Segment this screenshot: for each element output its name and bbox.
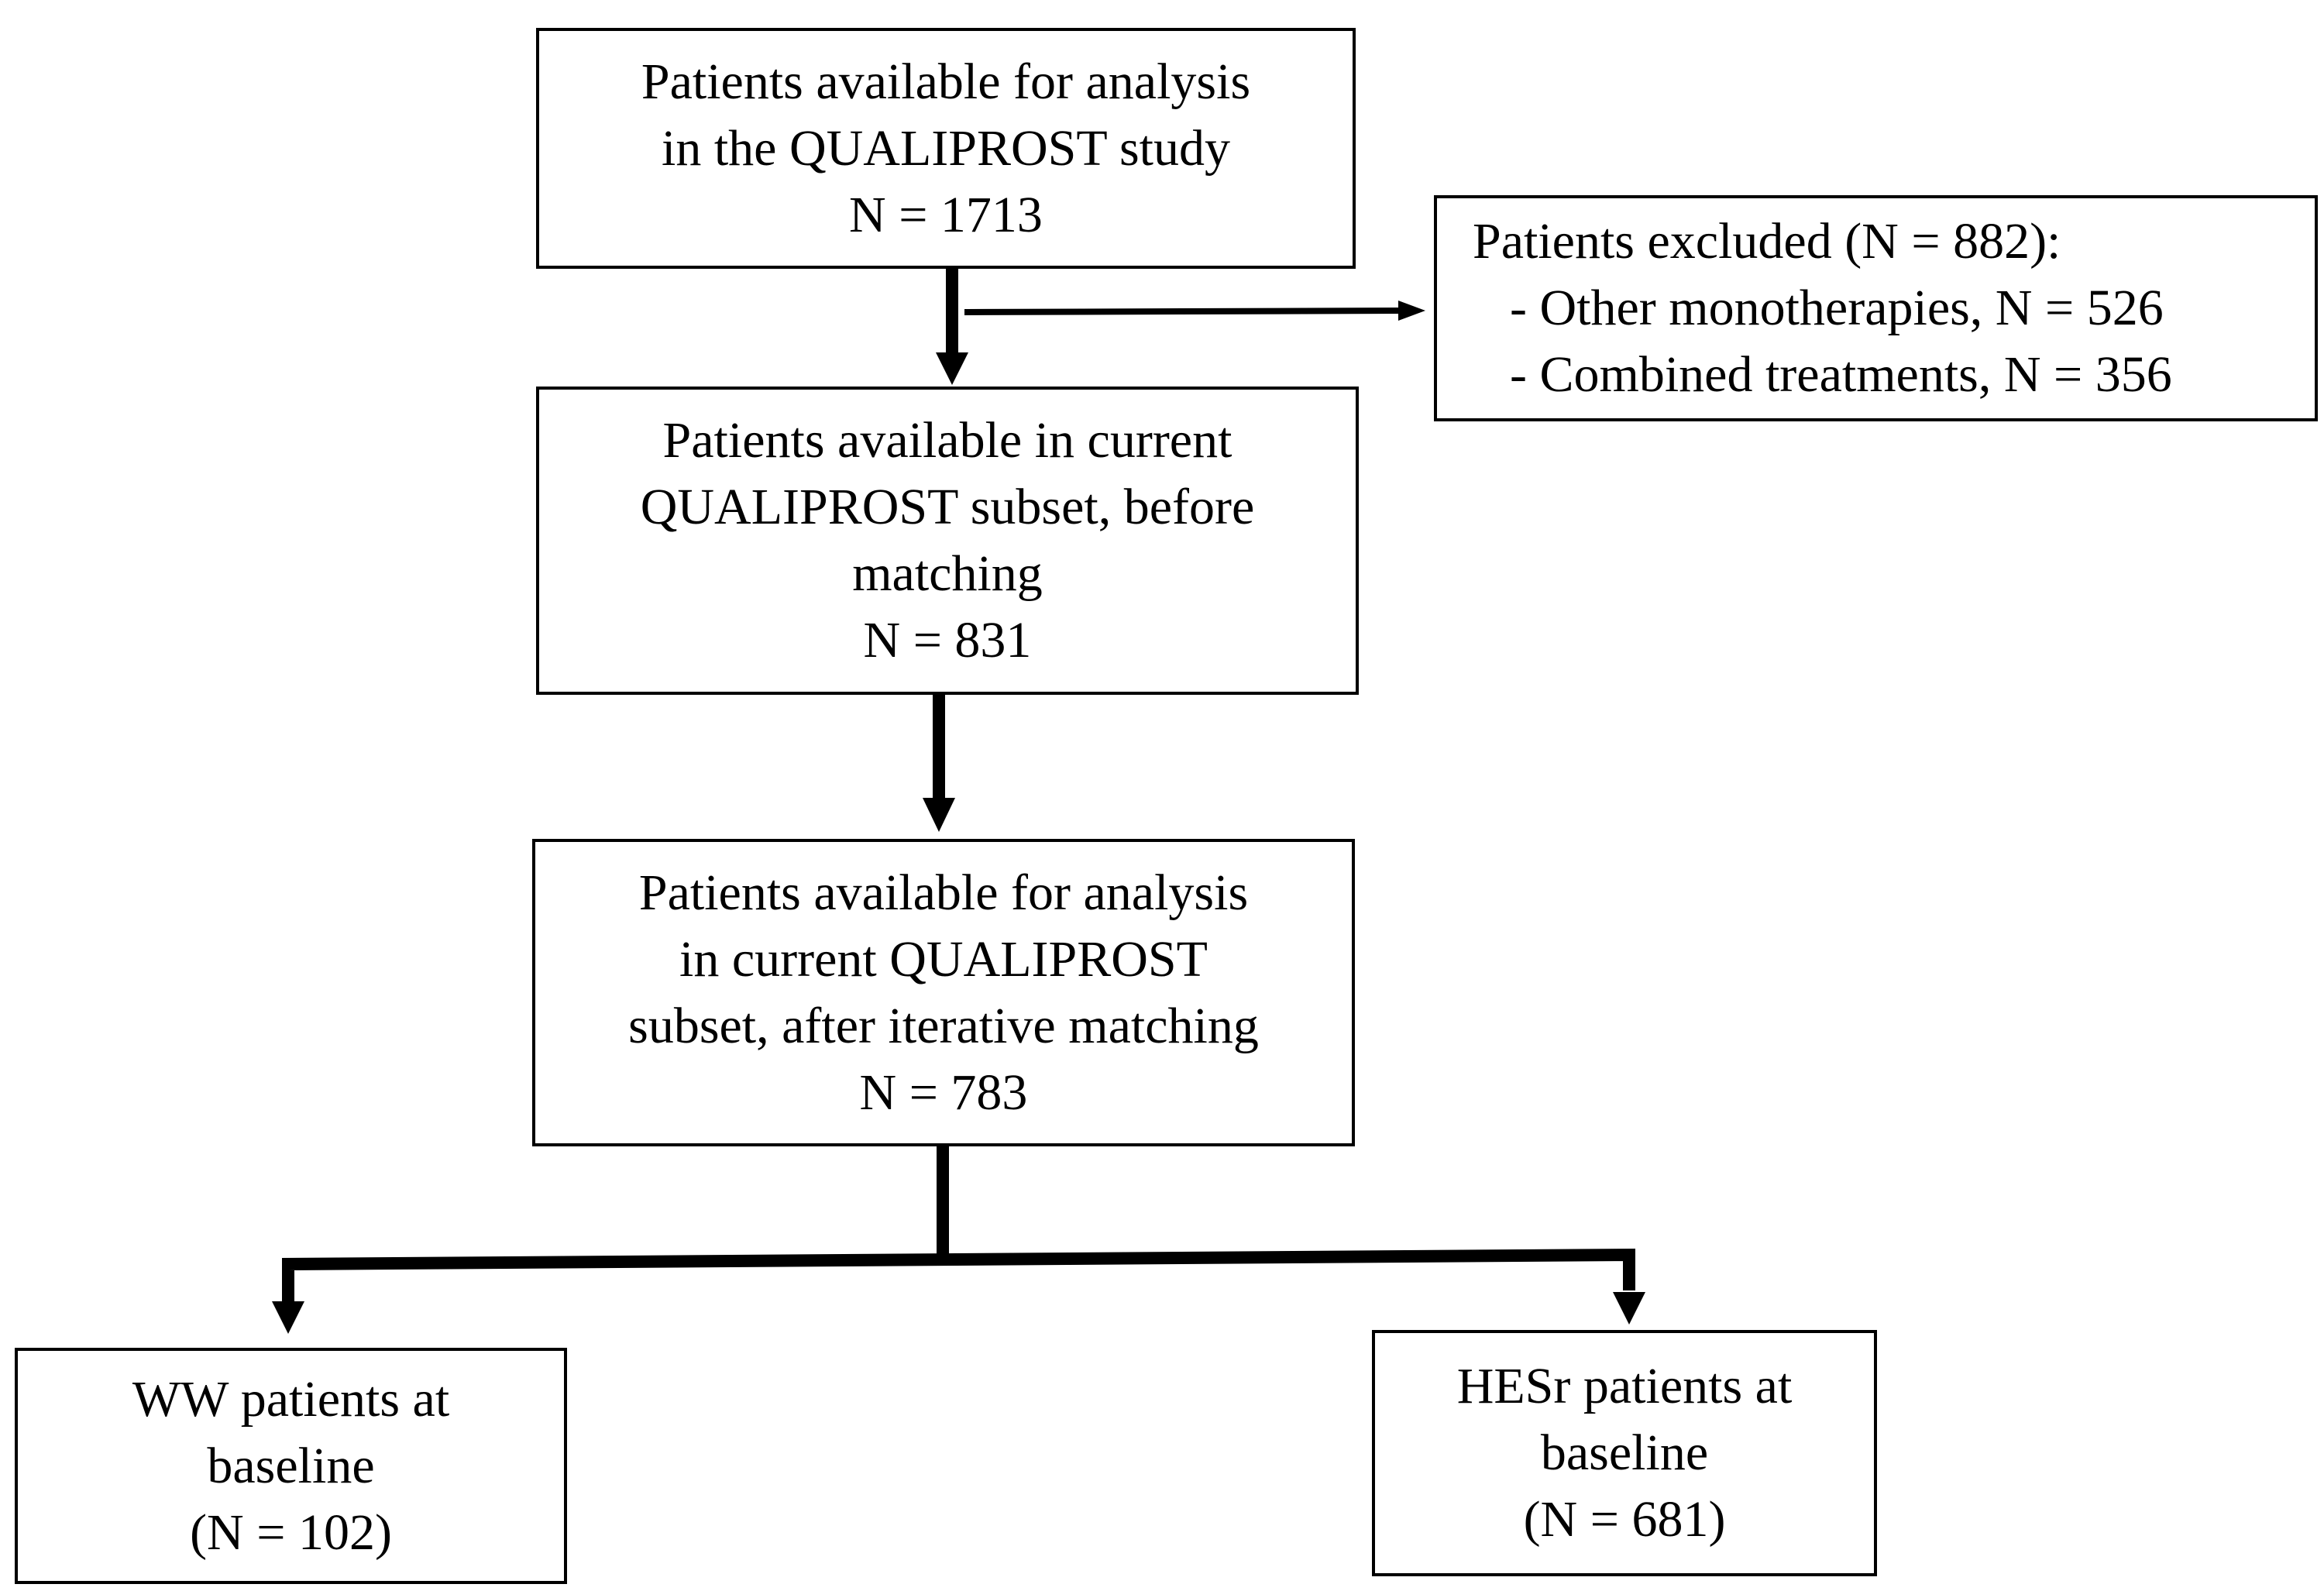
node-count: (N = 102) (190, 1503, 392, 1561)
node-text-line: HESr patients at (1456, 1358, 1793, 1414)
node-hesr-patients: HESr patients at baseline (N = 681) (1372, 1330, 1877, 1576)
node-excluded: Patients excluded (N = 882): - Other mon… (1434, 195, 2318, 421)
edge-study-to-excluded (964, 307, 1406, 316)
node-text-line: subset, after iterative matching (628, 997, 1259, 1054)
node-text-line: baseline (207, 1437, 375, 1494)
arrowhead-after-matching (923, 798, 955, 832)
node-count: N = 783 (859, 1064, 1028, 1121)
node-text-line: baseline (1540, 1424, 1709, 1481)
node-text-line: WW patients at (132, 1370, 450, 1428)
node-text-line: in the QUALIPROST study (662, 119, 1230, 177)
node-text-line: matching (852, 545, 1043, 602)
node-count: N = 831 (863, 612, 1032, 668)
arrowhead-excluded (1398, 301, 1425, 321)
node-before-matching: Patients available in current QUALIPROST… (536, 387, 1359, 695)
node-ww-patients: WW patients at baseline (N = 102) (15, 1348, 567, 1584)
excluded-item: - Other monotherapies, N = 526 (1510, 280, 2164, 336)
node-text-line: Patients available for analysis (638, 864, 1249, 921)
node-text-line: QUALIPROST subset, before (640, 479, 1255, 535)
arrowhead-before-matching (936, 352, 968, 385)
excluded-title: Patients excluded (N = 882): (1473, 213, 2061, 270)
excluded-item: - Combined treatments, N = 356 (1510, 346, 2172, 403)
node-count: N = 1713 (849, 186, 1043, 243)
node-after-matching: Patients available for analysis in curre… (532, 839, 1355, 1146)
arrowhead-hesr (1613, 1292, 1645, 1325)
node-text-line: Patients available for analysis (641, 53, 1251, 110)
node-text-line: Patients available in current (662, 412, 1232, 469)
node-count: (N = 681) (1523, 1491, 1726, 1548)
node-text-line: in current QUALIPROST (679, 930, 1208, 988)
edge-branch-horizontal (282, 1248, 1635, 1309)
node-available-study: Patients available for analysis in the Q… (536, 28, 1356, 269)
arrowhead-ww (272, 1301, 304, 1334)
